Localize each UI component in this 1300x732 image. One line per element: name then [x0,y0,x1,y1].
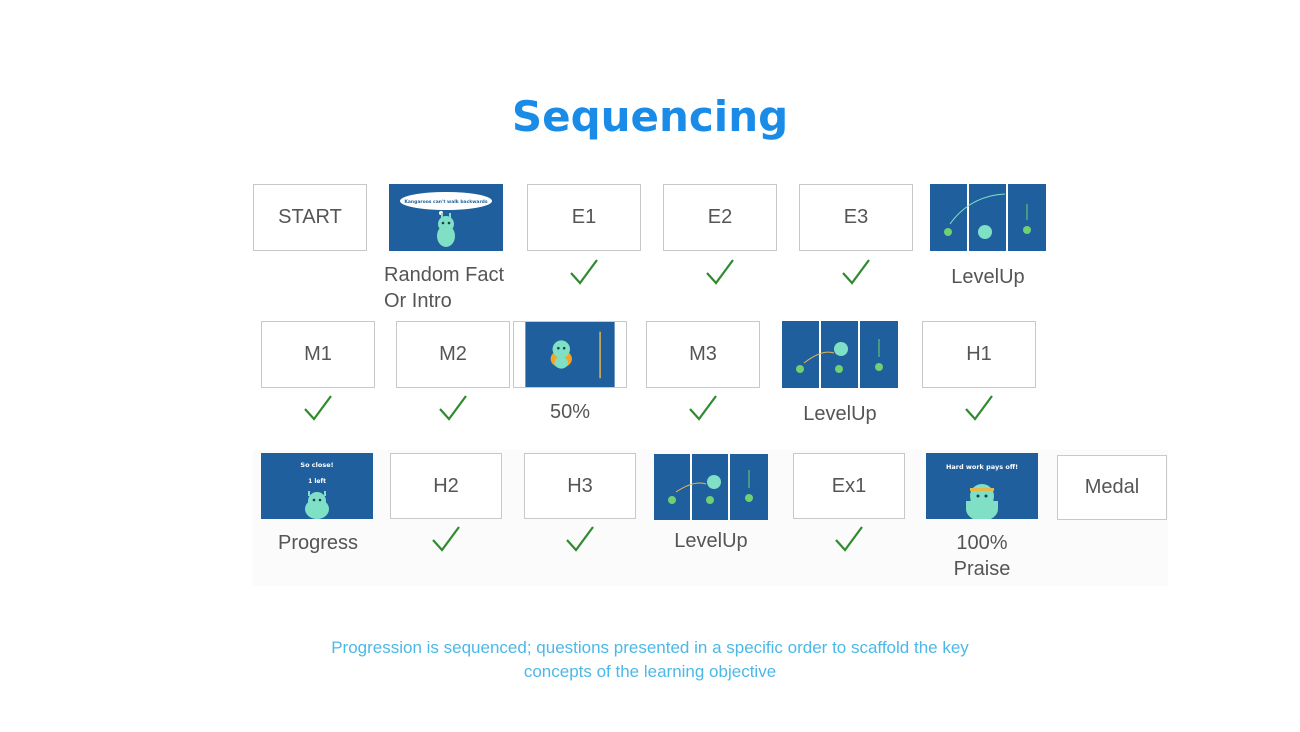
random-fact-label-line1: Random Fact [384,264,505,286]
praise-label-line1: 100% [956,532,1008,554]
levelup-illustration-2 [782,321,898,388]
h2-box[interactable]: H2 [390,453,502,519]
caption: Progression is sequenced; questions pres… [300,636,1000,684]
m1-box[interactable]: M1 [261,321,375,388]
e1-label: E1 [571,206,597,228]
levelup-illustration-1 [930,184,1046,251]
ex1-label: Ex1 [831,474,867,497]
progress-thumbnail[interactable]: So close! 1 left [261,453,373,519]
praise-thumbnail[interactable]: Hard work pays off! [926,453,1038,519]
caption-line1: Progression is sequenced; questions pres… [331,638,969,657]
medal-label: Medal [1084,476,1140,498]
h1-box[interactable]: H1 [922,321,1036,388]
half-progress-label: 50% [549,401,591,423]
levelup-thumbnail-2[interactable] [782,321,898,388]
levelup-label-3: LevelUp [674,530,748,552]
mascot-icon [437,213,455,247]
medal-box[interactable]: Medal [1057,455,1167,520]
page-title: Sequencing [511,92,789,141]
m3-label: M3 [689,343,717,365]
half-progress-illustration [525,322,615,387]
progress-thumb-text-1: So close! [300,461,333,469]
m2-label: M2 [439,343,467,365]
e3-box[interactable]: E3 [799,184,913,251]
h1-label: H1 [966,343,992,365]
mascot-icon [305,491,329,519]
random-fact-label: Random Fact Or Intro [384,262,504,314]
levelup-thumbnail-1[interactable] [930,184,1046,251]
check-icon [565,525,595,553]
progress-thumb-text-2: 1 left [308,478,326,485]
check-icon [688,394,718,422]
praise-label-line2: Praise [953,558,1011,580]
m2-box[interactable]: M2 [396,321,510,388]
mascot-icon [966,484,998,519]
m1-label: M1 [304,343,332,365]
progress-illustration: So close! 1 left [261,453,373,519]
e2-box[interactable]: E2 [663,184,777,251]
random-fact-label-line2: Or Intro [384,290,452,312]
ex1-box[interactable]: Ex1 [793,453,905,519]
start-box[interactable]: START [253,184,367,251]
check-icon [841,258,871,286]
h2-label: H2 [433,474,459,497]
check-icon [834,525,864,553]
levelup-label-2: LevelUp [803,403,877,425]
levelup-label-1: LevelUp [951,266,1025,288]
praise-thumb-text: Hard work pays off! [946,463,1018,471]
half-progress-thumbnail[interactable] [513,321,627,388]
praise-label: 100% Praise [926,530,1038,582]
random-fact-illustration: Kangaroos can't walk backwards [389,184,503,251]
check-icon [569,258,599,286]
m3-box[interactable]: M3 [646,321,760,388]
random-fact-thumbnail[interactable]: Kangaroos can't walk backwards [389,184,503,251]
progress-label: Progress [277,532,359,554]
praise-illustration: Hard work pays off! [926,453,1038,519]
caption-line2: concepts of the learning objective [523,662,777,681]
h3-label: H3 [567,474,593,497]
check-icon [964,394,994,422]
h3-box[interactable]: H3 [524,453,636,519]
check-icon [431,525,461,553]
check-icon [705,258,735,286]
e3-label: E3 [843,206,869,228]
check-icon [438,394,468,422]
start-label: START [278,206,342,228]
check-icon [303,394,333,422]
levelup-illustration-3 [654,454,768,520]
levelup-thumbnail-3[interactable] [654,454,768,520]
e2-label: E2 [707,206,733,228]
fact-thumb-text: Kangaroos can't walk backwards [404,199,487,205]
e1-box[interactable]: E1 [527,184,641,251]
